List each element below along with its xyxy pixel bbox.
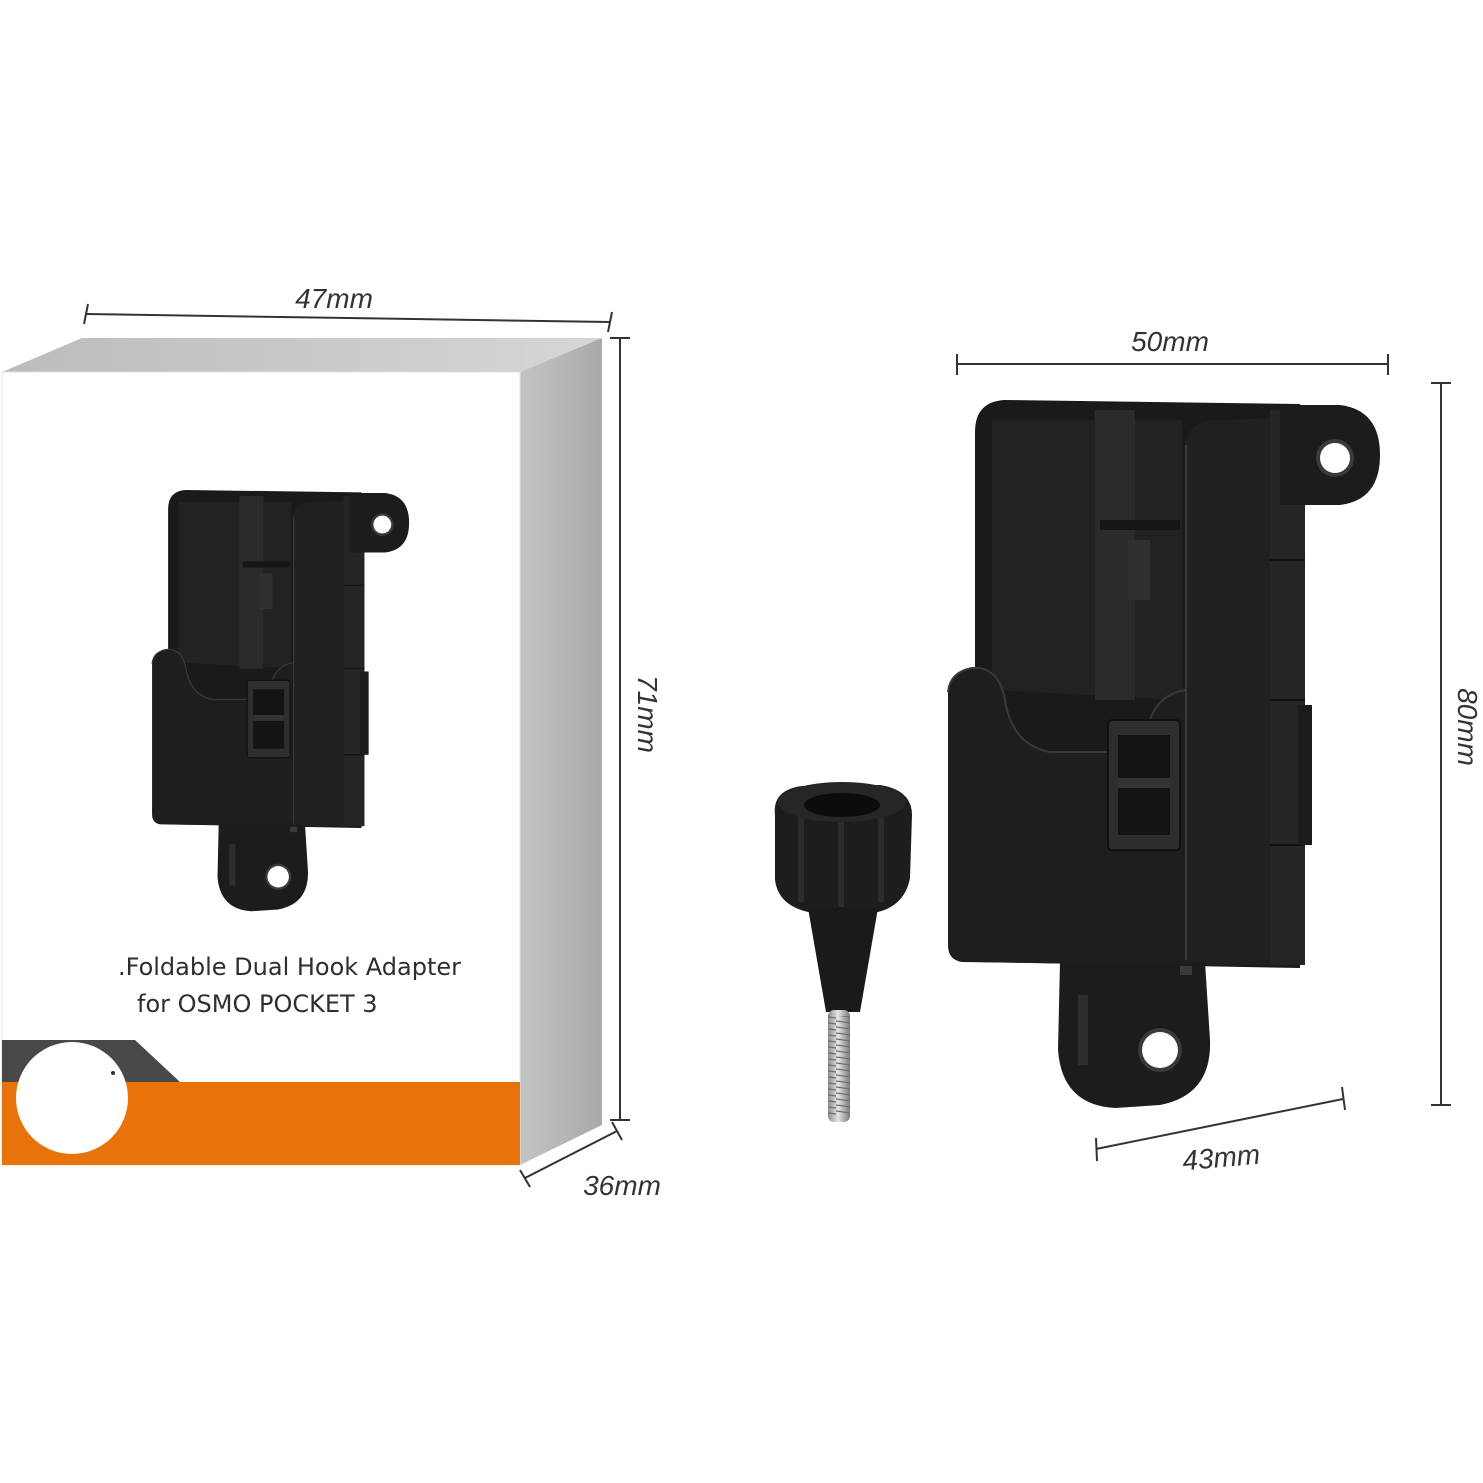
adapter-height-label: 80mm: [1452, 688, 1483, 766]
box-width-dimension: 47mm: [83, 283, 613, 333]
screw-knob-rib: [798, 812, 804, 902]
screw-knob-opening: [804, 793, 880, 817]
box-depth-tick-right: [611, 1121, 623, 1141]
screw-knob-rib: [838, 815, 844, 907]
adapter-depth-line: [1095, 1098, 1344, 1150]
adapter-width-label: 50mm: [1131, 326, 1209, 357]
box-depth-label: 36mm: [583, 1170, 661, 1201]
adapter-height-dimension: 80mm: [1431, 382, 1483, 1106]
adapter-depth-dimension: 43mm: [1095, 1086, 1346, 1177]
box-top-face: [2, 338, 602, 372]
box-width-tick-right: [607, 311, 613, 333]
box-height-label: 71mm: [632, 675, 663, 753]
adapter-depth-label: 43mm: [1181, 1139, 1261, 1177]
box-logo-dot: [111, 1071, 115, 1075]
dual-hook-adapter: [947, 399, 1381, 1109]
adapter-depth-tick-right: [1341, 1086, 1346, 1111]
adapter-width-dimension: 50mm: [956, 326, 1389, 375]
screw-neck: [808, 908, 878, 1012]
thumb-screw: [774, 782, 912, 1122]
box-side-face: [520, 338, 602, 1165]
screw-knob-rib: [878, 812, 884, 902]
adapter-depth-tick-left: [1095, 1137, 1098, 1162]
box-width-tick-left: [83, 303, 89, 325]
box-title-line1: .Foldable Dual Hook Adapter: [118, 953, 461, 981]
box-width-label: 47mm: [295, 283, 373, 314]
packaging-box: .Foldable Dual Hook Adapter for OSMO POC…: [1, 338, 602, 1166]
box-title-line2: for OSMO POCKET 3: [137, 990, 378, 1018]
box-logo-circle: [16, 1042, 128, 1154]
box-depth-tick-left: [519, 1169, 531, 1188]
box-height-dimension: 71mm: [610, 337, 663, 1121]
screw-threads: [828, 1016, 850, 1116]
box-depth-dimension: 36mm: [519, 1121, 661, 1201]
box-depth-line: [524, 1130, 618, 1179]
box-width-line: [85, 313, 611, 323]
